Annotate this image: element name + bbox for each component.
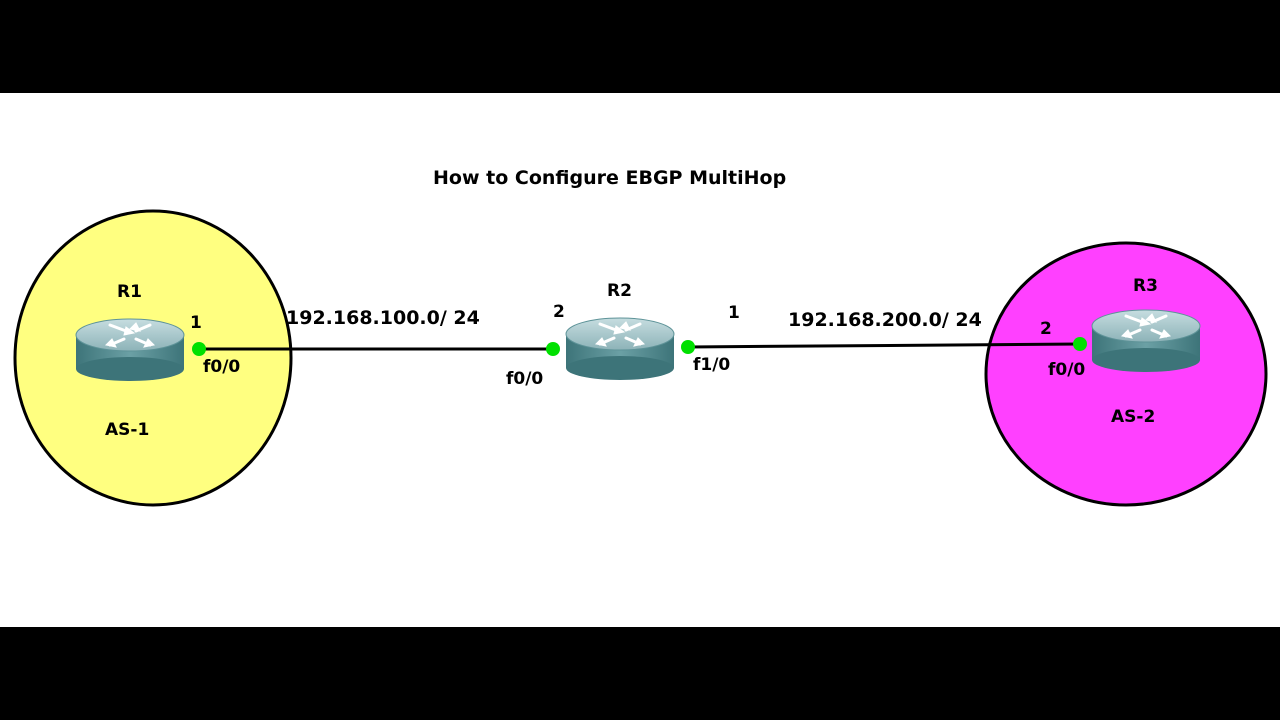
network-diagram: How to Configure EBGP MultiHop R1 R2 R3 … [0, 93, 1280, 627]
port-dot[interactable] [546, 342, 560, 356]
link-r2-r3 [687, 342, 1081, 349]
diagram-svg [13, 209, 1268, 507]
router-icon[interactable] [564, 316, 676, 382]
host-number-r2-left: 2 [553, 302, 565, 322]
port-label-r2-f1-0: f1/0 [693, 355, 731, 375]
port-label-r3-f0-0: f0/0 [1048, 360, 1086, 380]
port-dot[interactable] [681, 340, 695, 354]
router-icon[interactable] [74, 317, 186, 383]
network-label-2: 192.168.200.0/ 24 [788, 309, 982, 331]
router-label-r1: R1 [117, 282, 142, 302]
port-label-r2-f0-0: f0/0 [506, 369, 544, 389]
host-number-r1: 1 [190, 313, 202, 333]
as-2-circle [984, 241, 1268, 507]
letterbox-top [0, 0, 1280, 93]
as-label-1: AS-1 [105, 420, 150, 440]
host-number-r3: 2 [1040, 319, 1052, 339]
letterbox-bottom [0, 627, 1280, 720]
as-label-2: AS-2 [1111, 407, 1156, 427]
network-label-1: 192.168.100.0/ 24 [286, 307, 480, 329]
port-dot[interactable] [192, 342, 206, 356]
port-dot[interactable] [1073, 337, 1087, 351]
port-label-r1-f0-0: f0/0 [203, 357, 241, 377]
host-number-r2-right: 1 [728, 303, 740, 323]
router-label-r3: R3 [1133, 276, 1158, 296]
router-label-r2: R2 [607, 281, 632, 301]
router-icon[interactable] [1090, 308, 1202, 374]
diagram-title: How to Configure EBGP MultiHop [433, 167, 787, 189]
